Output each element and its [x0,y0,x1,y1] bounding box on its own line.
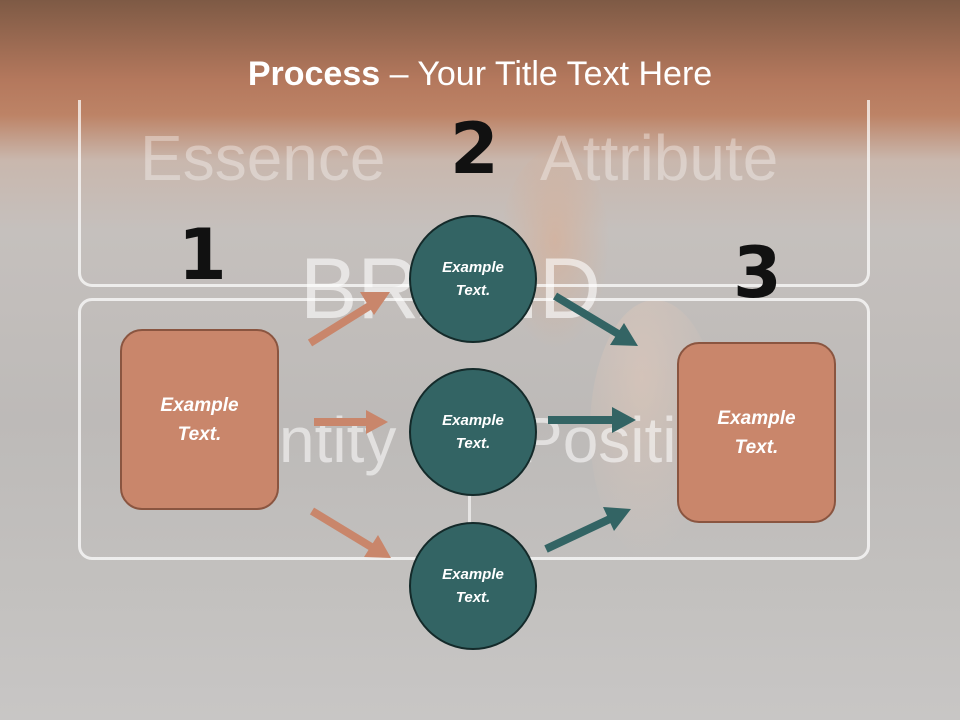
bottom-circle-line2: Text. [455,589,491,606]
step-number-2: 2 [450,108,499,190]
arrow-top-to-right [552,292,638,346]
bottom-circle-line1: Example [442,566,504,583]
middle-circle-line1: Example [442,412,504,429]
arrow-bottom-to-right [544,507,631,553]
arrow-left-to-bottom [309,507,391,558]
step-number-1: 1 [178,214,227,296]
title-bold: Process [247,55,381,93]
background-word-attribute: Attribute [540,122,779,194]
top-circle-line1: Example [442,259,504,276]
step-number-3: 3 [733,232,782,314]
arrow-left-to-top [307,292,390,347]
title-rest: – Your Title Text Here [380,55,713,93]
slide-title: Process – Your Title Text Here [0,54,960,94]
middle-circle-line2: Text. [455,435,491,452]
top-circle-line2: Text. [455,282,491,299]
left-box-line2: Text. [177,423,222,445]
arrow-left-to-middle [314,410,388,434]
background-word-essence: Essence [140,122,386,194]
right-box-line1: Example [717,407,796,429]
arrow-middle-to-right [548,407,636,433]
right-box-line2: Text. [734,436,779,458]
left-box-line1: Example [160,394,239,416]
